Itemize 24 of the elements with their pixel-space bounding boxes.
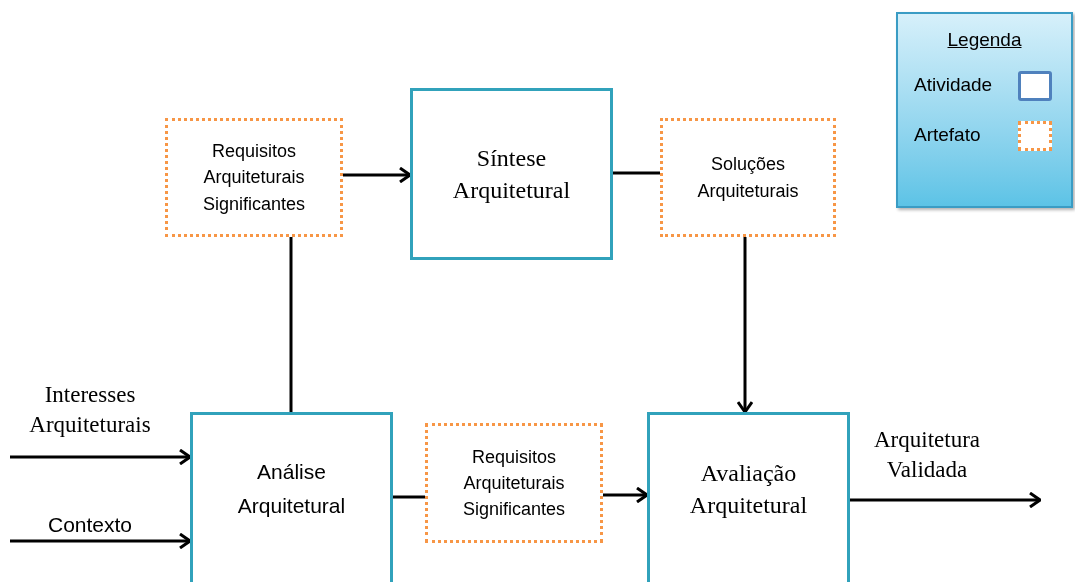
node-text: Soluções Arquiteturais — [696, 153, 800, 203]
node-text: Análise Arquitetural — [236, 459, 347, 519]
artifact-box — [165, 118, 343, 237]
activity-box — [190, 412, 393, 582]
node-text: Requisitos Arquiteturais Significantes — [461, 445, 567, 522]
arrow — [343, 166, 412, 184]
connector-line — [393, 495, 425, 499]
arrow — [10, 448, 192, 466]
legend-label: Artefato — [914, 123, 982, 148]
arrow — [850, 491, 1042, 509]
activity-box — [647, 412, 850, 582]
connector-line — [289, 237, 293, 412]
artifact-box — [425, 423, 603, 543]
activity-box — [410, 88, 613, 260]
legend-label: Atividade — [914, 73, 994, 98]
node-text: Avaliação Arquitetural — [688, 458, 809, 520]
arrow — [736, 237, 754, 414]
legend-title: Legenda — [947, 28, 1022, 52]
node-text: Requisitos Arquiteturais Significantes — [201, 140, 307, 216]
connector-line — [613, 171, 660, 175]
node-text: Síntese Arquitetural — [451, 143, 572, 205]
arrow — [10, 532, 192, 550]
arrow — [603, 486, 649, 504]
artifact-box — [660, 118, 836, 237]
